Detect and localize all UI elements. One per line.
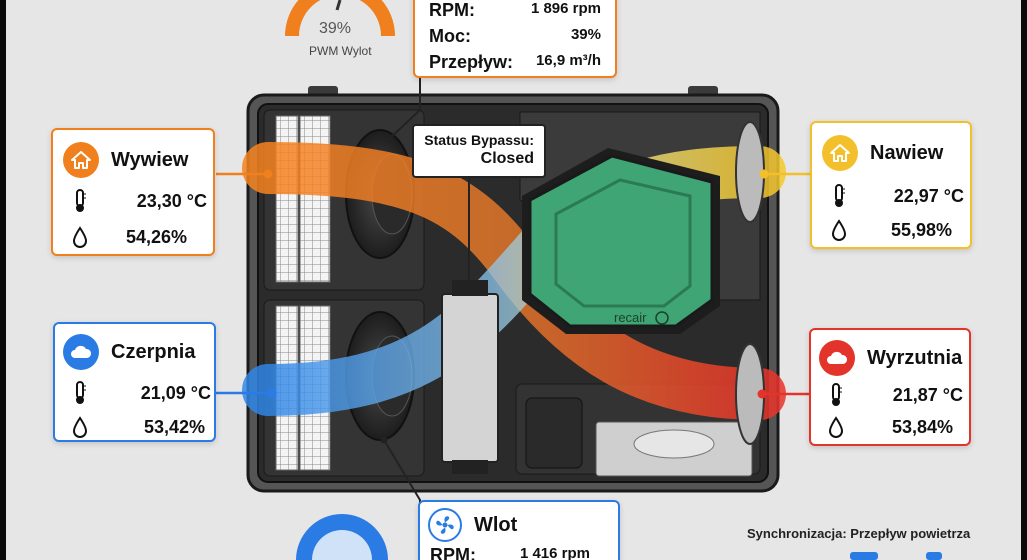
power-value: 39% xyxy=(570,26,601,43)
rpm-value: 1 416 rpm xyxy=(519,545,590,560)
wyrzutnia-title: Wyrzutnia xyxy=(867,346,963,369)
rpm-label: RPM: xyxy=(430,545,476,560)
pwm-gauge-percent: 39% xyxy=(319,20,352,37)
wywiew-humidity: 54,26% xyxy=(125,226,187,247)
right-frame-edge xyxy=(1021,0,1027,560)
czerpnia-card: Czerpnia 21,09 °C 53,42% xyxy=(53,322,216,442)
thermometer-icon xyxy=(69,188,91,214)
intake-fan-title: Wlot xyxy=(474,513,518,536)
home-icon xyxy=(63,142,99,178)
humidity-drop-icon xyxy=(828,217,850,243)
nawiew-humidity: 55,98% xyxy=(890,219,952,240)
exhaust-fan-card: RPM: 1 896 rpm Moc: 39% Przepływ: 16,9 m… xyxy=(413,0,617,78)
exchanger-brand: recair xyxy=(614,310,647,325)
bypass-module xyxy=(441,280,499,474)
bypass-status-label: Status Bypassu: xyxy=(424,132,534,148)
intake-fan-card: Wlot RPM: 1 416 rpm xyxy=(418,500,620,560)
bypass-status-value: Closed xyxy=(480,150,534,167)
cloud-icon xyxy=(63,334,99,370)
thermometer-icon xyxy=(69,380,91,406)
czerpnia-humidity: 53,42% xyxy=(143,416,205,437)
wyrzutnia-card: Wyrzutnia 21,87 °C 53,84% xyxy=(809,328,971,446)
sync-label: Synchronizacja: Przepływ powietrza xyxy=(747,526,971,541)
decorative-bottom-shapes xyxy=(296,514,942,560)
heat-exchanger: recair xyxy=(522,148,720,334)
outlet-rings xyxy=(735,121,765,445)
humidity-drop-icon xyxy=(825,414,847,440)
wywiew-card: Wywiew 23,30 °C 54,26% xyxy=(51,128,215,256)
rpm-label: RPM: xyxy=(429,0,475,20)
pwm-gauge-label: PWM Wylot xyxy=(309,44,372,58)
rpm-value: 1 896 rpm xyxy=(530,0,601,17)
wyrzutnia-temp: 21,87 °C xyxy=(892,384,963,405)
nawiew-card: Nawiew 22,97 °C 55,98% xyxy=(810,121,972,249)
thermometer-icon xyxy=(825,382,847,408)
wywiew-temp: 23,30 °C xyxy=(136,190,207,211)
czerpnia-temp: 21,09 °C xyxy=(140,382,211,403)
cloud-icon xyxy=(819,340,855,376)
humidity-drop-icon xyxy=(69,414,91,440)
pwm-gauge xyxy=(285,0,395,37)
home-icon xyxy=(822,135,858,171)
power-label: Moc: xyxy=(429,26,471,46)
wywiew-title: Wywiew xyxy=(111,148,189,171)
nawiew-temp: 22,97 °C xyxy=(893,185,964,206)
nawiew-title: Nawiew xyxy=(870,141,944,164)
fan-icon xyxy=(428,508,462,542)
wyrzutnia-humidity: 53,84% xyxy=(891,416,953,437)
thermometer-icon xyxy=(828,183,850,209)
bypass-status-box: Status Bypassu: Closed xyxy=(412,124,546,178)
flow-value: 16,9 m³/h xyxy=(535,52,601,69)
czerpnia-title: Czerpnia xyxy=(111,340,196,363)
humidity-drop-icon xyxy=(69,224,91,250)
flow-label: Przepływ: xyxy=(429,52,514,72)
left-frame-edge xyxy=(0,0,6,560)
